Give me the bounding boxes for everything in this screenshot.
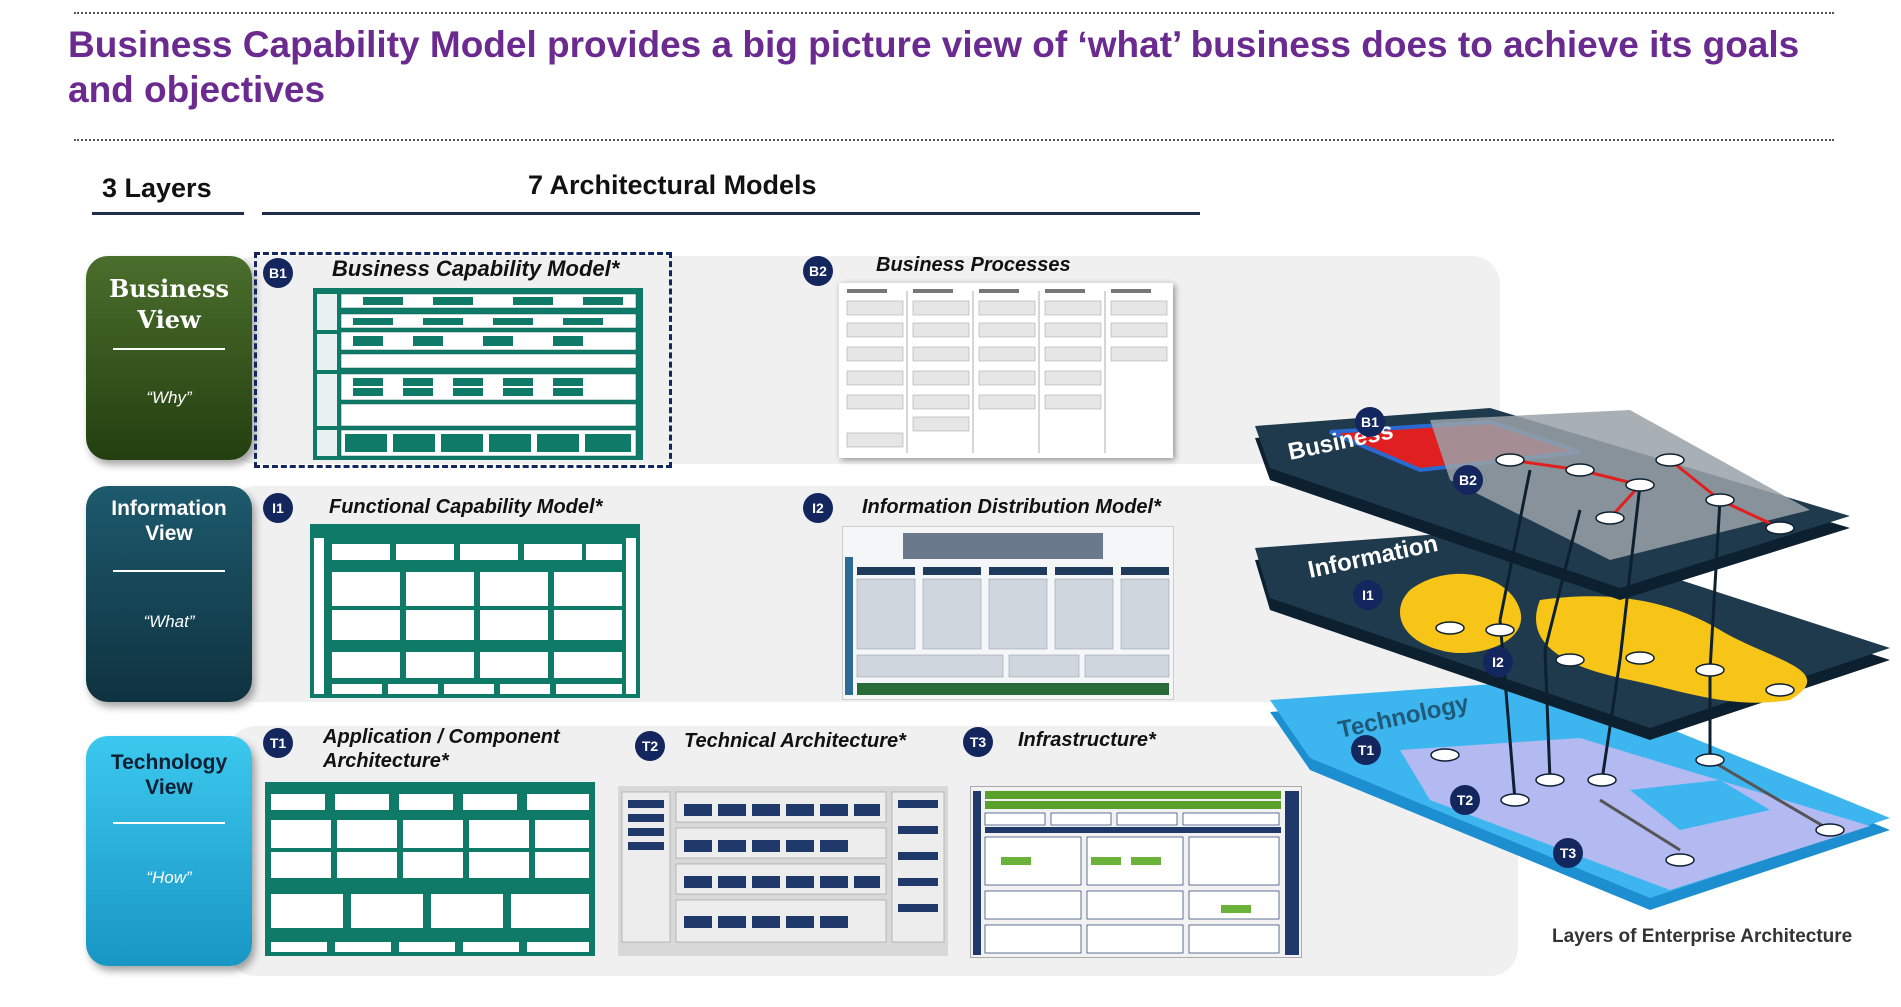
layer-technology-view: Technology View “How” bbox=[86, 736, 252, 966]
i1-functional-grid bbox=[314, 538, 636, 694]
model-title-i2: Information Distribution Model* bbox=[862, 496, 1161, 518]
title-rule bbox=[74, 139, 1834, 141]
stack-badge-t1: T1 bbox=[1358, 742, 1375, 758]
b2-process-columns bbox=[846, 289, 1168, 453]
badge-t1: T1 bbox=[263, 728, 293, 758]
layer-technology-title-2: View bbox=[145, 776, 193, 799]
layer-information-separator bbox=[113, 570, 225, 572]
layer-technology-title-1: Technology bbox=[110, 751, 228, 774]
b1-highlight-frame bbox=[254, 252, 672, 468]
i2-distribution-grid bbox=[845, 533, 1170, 695]
top-rule bbox=[74, 12, 1834, 14]
layer-technology-question: “How” bbox=[146, 868, 192, 887]
layers-header-underline bbox=[92, 212, 244, 215]
stack-badge-i1: I1 bbox=[1362, 587, 1374, 603]
layer-information-view: Information View “What” bbox=[86, 486, 252, 702]
technology-arrows bbox=[1599, 758, 1831, 852]
layer-connectors bbox=[1498, 469, 1722, 801]
model-title-t2: Technical Architecture* bbox=[684, 730, 906, 752]
t3-infrastructure-thumbnail bbox=[970, 786, 1302, 958]
badge-i2: I2 bbox=[803, 493, 833, 523]
stack-caption: Layers of Enterprise Architecture bbox=[1552, 926, 1853, 947]
stack-badge-t3: T3 bbox=[1560, 845, 1577, 861]
b2-process-thumbnail bbox=[839, 283, 1173, 458]
layer-business-title-2: View bbox=[137, 305, 201, 334]
badge-t3: T3 bbox=[963, 727, 993, 757]
stack-badge-t2: T2 bbox=[1457, 792, 1474, 808]
layer-business-separator bbox=[113, 348, 225, 350]
b1-capability-thumbnail bbox=[313, 288, 643, 460]
model-title-t3: Infrastructure* bbox=[1018, 729, 1156, 751]
information-plate bbox=[1255, 528, 1890, 740]
stack-nodes bbox=[1430, 453, 1845, 867]
i2-distribution-thumbnail bbox=[842, 526, 1174, 700]
stack-badge-b2: B2 bbox=[1459, 472, 1477, 488]
model-title-b1: Business Capability Model* bbox=[332, 256, 620, 281]
b1-capability-grid bbox=[317, 293, 637, 457]
i1-functional-thumbnail bbox=[310, 524, 640, 698]
technology-plate bbox=[1270, 680, 1890, 910]
t2-technical-grid bbox=[621, 791, 945, 943]
model-title-i1: Functional Capability Model* bbox=[329, 496, 603, 518]
layer-business-question: “Why” bbox=[146, 388, 192, 407]
models-header: 7 Architectural Models bbox=[528, 170, 817, 200]
model-title-t1-line2: Architecture* bbox=[323, 750, 449, 772]
layer-information-title-1: Information bbox=[111, 497, 227, 520]
enterprise-architecture-stack: Business Information Technology B1 B2 I1… bbox=[1255, 407, 1890, 910]
stack-badge-i2: I2 bbox=[1492, 654, 1504, 670]
layers-header: 3 Layers bbox=[102, 173, 212, 203]
t3-infrastructure-grid bbox=[973, 791, 1299, 955]
t1-application-grid bbox=[271, 794, 589, 952]
t2-technical-thumbnail bbox=[618, 786, 948, 956]
badge-t2: T2 bbox=[635, 731, 665, 761]
badge-b1: B1 bbox=[263, 258, 293, 288]
t1-application-thumbnail bbox=[265, 782, 595, 956]
layer-information-question: “What” bbox=[143, 612, 195, 631]
models-header-underline bbox=[262, 212, 1200, 215]
stack-badge-b1: B1 bbox=[1361, 414, 1379, 430]
layer-business-view: Business View “Why” bbox=[86, 256, 252, 460]
page-title: Business Capability Model provides a big… bbox=[68, 24, 1800, 110]
model-title-t1-line1: Application / Component bbox=[323, 726, 560, 748]
badge-b2: B2 bbox=[803, 256, 833, 286]
layer-information-title-2: View bbox=[145, 522, 193, 545]
layer-technology-separator bbox=[113, 822, 225, 824]
badge-i1: I1 bbox=[263, 493, 293, 523]
model-title-b2: Business Processes bbox=[876, 254, 1071, 276]
business-plate bbox=[1255, 408, 1850, 600]
layer-business-title-1: Business bbox=[108, 274, 230, 303]
